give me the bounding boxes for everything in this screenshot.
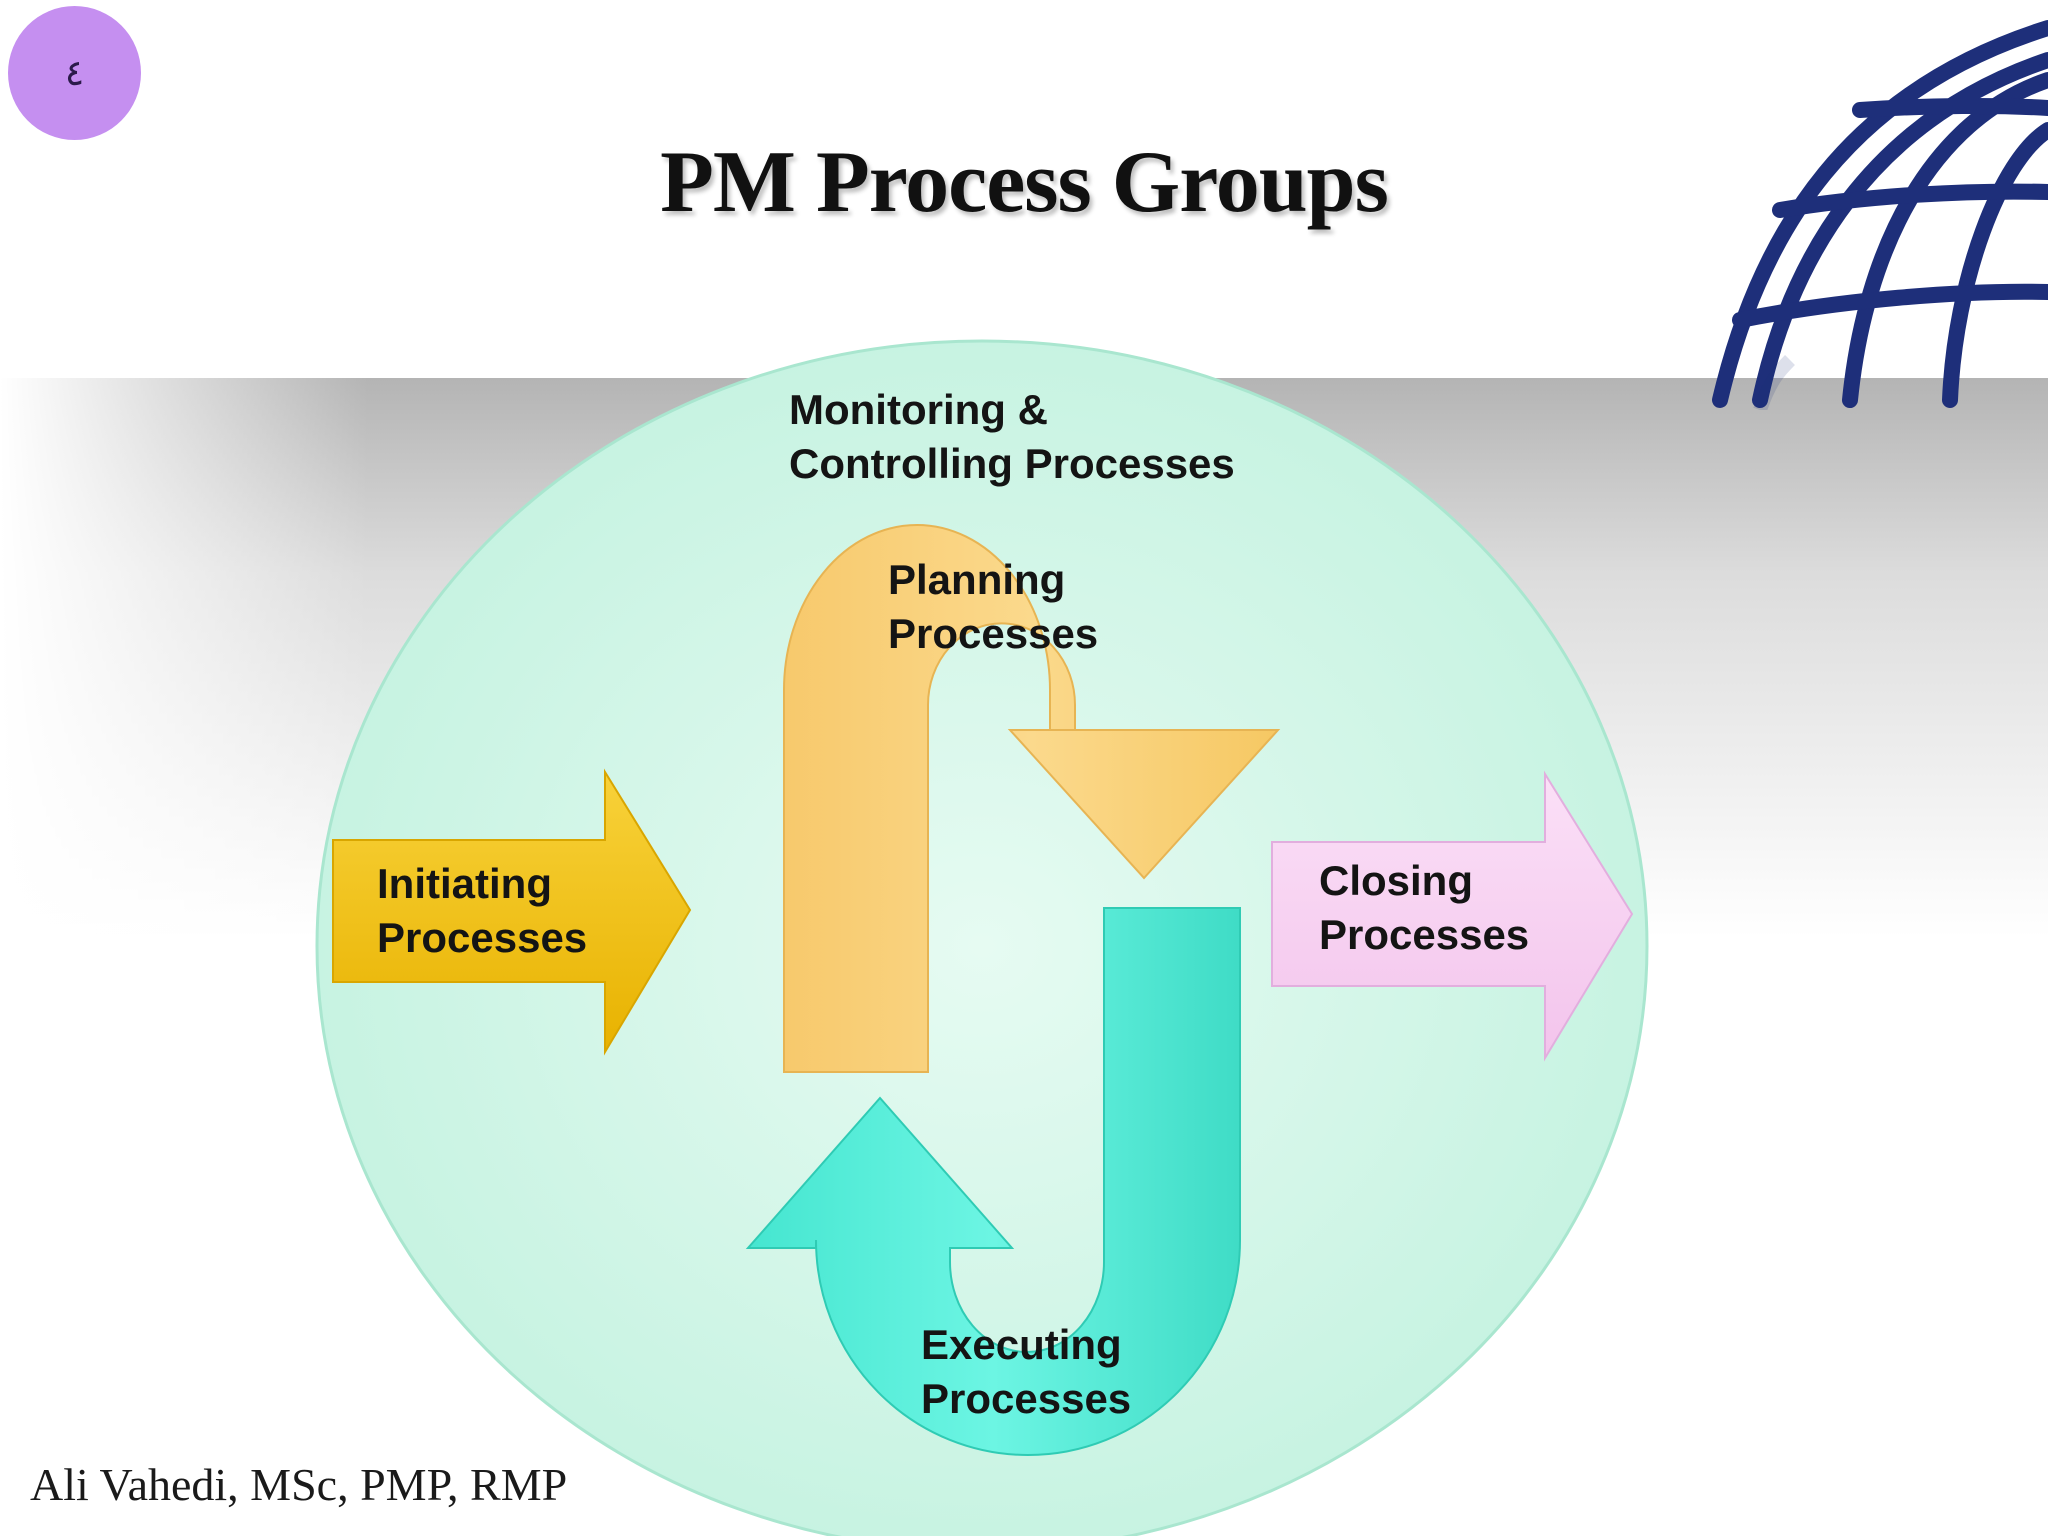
initiating-label-line2: Processes <box>377 914 588 961</box>
executing-label-line2: Processes <box>921 1375 1132 1422</box>
planning-label-line2: Processes <box>888 610 1099 657</box>
monitoring-controlling-boundary <box>315 339 1649 1536</box>
slide-title: PM Process Groups <box>660 134 1389 231</box>
planning-label: Planning Processes <box>888 553 1098 661</box>
executing-arrow <box>745 907 1241 1456</box>
closing-label: Closing Processes <box>1319 854 1529 962</box>
initiating-label: Initiating Processes <box>377 857 587 965</box>
closing-label-line2: Processes <box>1319 911 1530 958</box>
page-number: ٤ <box>64 52 85 94</box>
closing-arrow <box>1271 770 1634 1062</box>
monitoring-controlling-label: Monitoring & Controlling Processes <box>789 383 1235 491</box>
monitoring-label-line1: Monitoring & <box>789 386 1048 433</box>
executing-label-line1: Executing <box>921 1321 1122 1368</box>
executing-label: Executing Processes <box>921 1318 1131 1426</box>
globe-icon <box>1712 20 2048 410</box>
planning-arrow <box>783 524 1281 1073</box>
author-credit: Ali Vahedi, MSc, PMP, RMP <box>30 1459 568 1510</box>
initiating-arrow <box>332 768 692 1056</box>
initiating-label-line1: Initiating <box>377 860 552 907</box>
monitoring-label-line2: Controlling Processes <box>789 440 1235 487</box>
page-number-badge: ٤ <box>8 6 141 140</box>
planning-label-line1: Planning <box>888 556 1066 603</box>
closing-label-line1: Closing <box>1319 857 1473 904</box>
